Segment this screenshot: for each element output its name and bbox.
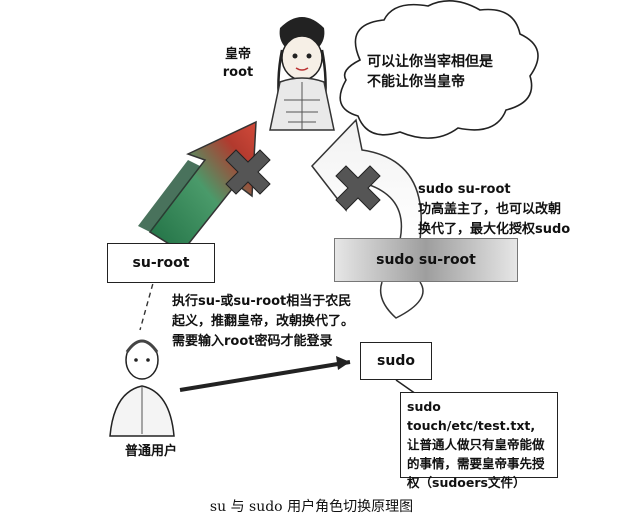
emperor-title: 皇帝 <box>224 47 251 62</box>
emperor-label: 皇帝 root <box>218 46 258 82</box>
user-label: 普通用户 <box>124 444 177 459</box>
cmd-line-2: 让普通人做只有皇帝能做 <box>407 437 545 452</box>
speech-line-1: 可以让你当宰相但是 <box>367 54 493 70</box>
diagram-caption: su 与 sudo 用户角色切换原理图 <box>209 499 414 515</box>
speech-cloud <box>339 0 539 139</box>
cross-icon <box>225 149 271 195</box>
sudo-note-connector <box>395 379 417 395</box>
emperor-account: root <box>222 65 254 80</box>
sudo-box: sudo <box>360 342 432 380</box>
su-note-line-2: 起义，推翻皇帝，改朝换代了。 <box>172 314 355 329</box>
sudo-note-line-1: sudo su-root <box>418 182 511 197</box>
sudo-su-root-arrow <box>311 118 424 319</box>
emperor-figure <box>269 17 335 131</box>
su-root-box: su-root <box>107 243 215 283</box>
speech-line-2: 不能让你当皇帝 <box>367 74 465 90</box>
su-note-line-3: 需要输入root密码才能登录 <box>172 334 333 349</box>
user-figure <box>109 339 175 437</box>
user-to-sudo-arrow <box>179 356 351 392</box>
su-note-line-1: 执行su-或su-root相当于农民 <box>172 294 352 309</box>
cmd-line-3: 的事情，需要皇帝事先授 <box>407 456 545 471</box>
su-note: 执行su-或su-root相当于农民 起义，推翻皇帝，改朝换代了。 需要输入ro… <box>172 292 392 352</box>
cross-icon <box>335 165 381 211</box>
cmd-line-1: sudo touch/etc/test.txt, <box>407 399 536 433</box>
speech-cloud-text: 可以让你当宰相但是 不能让你当皇帝 <box>367 52 517 92</box>
sudo-su-root-box: sudo su-root <box>334 238 518 282</box>
sudo-su-root-note: sudo su-root 功高盖主了，也可以改朝 换代了，最大化授权sudo <box>418 180 608 240</box>
sudo-note-line-2: 功高盖主了，也可以改朝 <box>418 202 562 217</box>
sudo-note-line-3: 换代了，最大化授权sudo <box>418 222 571 237</box>
sudo-command-note: sudo touch/etc/test.txt, 让普通人做只有皇帝能做 的事情… <box>400 392 558 490</box>
cmd-line-4: 权（sudoers文件） <box>407 475 526 490</box>
